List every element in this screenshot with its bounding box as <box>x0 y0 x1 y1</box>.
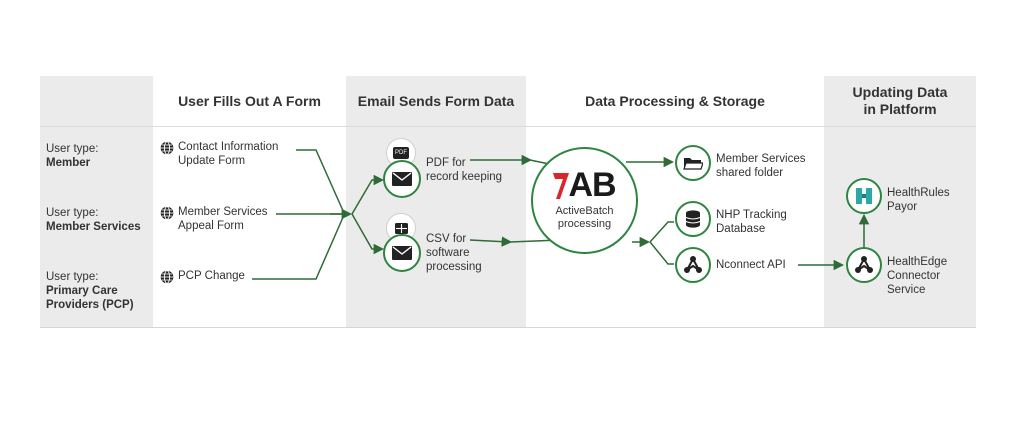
header-processing: Data Processing & Storage <box>585 92 765 109</box>
healthedge-line1: HealthEdge <box>887 256 948 268</box>
spreadsheet-icon <box>394 222 408 234</box>
form-line1: PCP Change <box>178 270 245 282</box>
storage-line1: Member Services <box>716 153 806 165</box>
user-type-member-services: User type: Member Services <box>46 206 141 234</box>
header-platform: Updating Data in Platform <box>824 76 976 126</box>
healthedge-label: HealthEdge Connector Service <box>887 255 947 297</box>
healthedge-line2: Connector <box>887 270 941 282</box>
healthedge-line3: Service <box>887 284 926 296</box>
header-divider <box>40 126 976 127</box>
activebatch-line2: processing <box>557 218 612 230</box>
csv-line2: software <box>426 247 470 259</box>
user-type-name: Primary Care Providers (PCP) <box>46 285 134 311</box>
header-platform-text: Updating Data in Platform <box>852 84 948 117</box>
globe-icon <box>160 206 174 220</box>
activebatch-arrow-icon <box>553 172 570 199</box>
form-line1: Contact Information <box>178 141 279 153</box>
storage-line1: NHP Tracking <box>716 209 787 221</box>
activebatch-logo: AB <box>553 166 617 205</box>
activebatch-line1: ActiveBatch <box>555 205 614 217</box>
link-to-csv <box>351 213 385 255</box>
activebatch-logo-text: AB <box>568 166 616 204</box>
api-node-icon <box>855 256 873 273</box>
user-type-member: User type: Member <box>46 142 98 170</box>
csv-label: CSV for software processing <box>426 232 482 274</box>
pdf-label: PDF for record keeping <box>426 156 502 184</box>
link-form1 <box>296 149 345 214</box>
globe-icon <box>160 141 174 155</box>
user-type-column-bg <box>40 76 153 328</box>
form-line2: Update Form <box>178 155 246 167</box>
user-type-label: User type: <box>46 271 99 283</box>
storage-line2: Database <box>716 223 766 235</box>
folder-circle <box>675 145 711 181</box>
bottom-border <box>40 327 976 328</box>
link-to-pdf <box>351 174 385 215</box>
storage-line1: Nconnect API <box>716 259 786 271</box>
globe-icon <box>160 270 174 284</box>
healthrules-label: HealthRules Payor <box>887 186 950 214</box>
pdf-icon: PDF <box>393 147 409 159</box>
form-line2: Appeal Form <box>178 220 244 232</box>
form-line1: Member Services <box>178 206 268 218</box>
pdf-line1: PDF for <box>426 157 466 169</box>
storage-folder-label: Member Services shared folder <box>716 152 805 180</box>
healthedge-circle <box>846 247 882 283</box>
healthrules-line1: HealthRules <box>887 187 950 199</box>
storage-api-label: Nconnect API <box>716 258 786 272</box>
storage-line2: shared folder <box>716 167 784 179</box>
link-split-api <box>649 241 674 265</box>
link-split-db <box>649 221 674 243</box>
api-circle <box>675 247 711 283</box>
csv-line1: CSV for <box>426 233 467 245</box>
email-circle-csv <box>383 234 421 272</box>
user-type-name: Member <box>46 157 91 169</box>
link-csv-ab <box>469 236 513 247</box>
email-column-bg <box>346 76 526 328</box>
email-circle-pdf <box>383 160 421 198</box>
header-form: User Fills Out A Form <box>178 92 321 109</box>
user-type-label: User type: <box>46 207 99 219</box>
api-node-icon <box>684 256 702 273</box>
user-type-name: Member Services <box>46 221 141 233</box>
form-column-bg <box>153 76 346 328</box>
csv-line3: processing <box>426 261 482 273</box>
activebatch-circle: AB ActiveBatch processing <box>531 147 638 254</box>
user-type-label: User type: <box>46 143 99 155</box>
header-email: Email Sends Form Data <box>357 92 515 109</box>
healthrules-logo-icon <box>856 188 872 204</box>
storage-db-label: NHP Tracking Database <box>716 208 787 236</box>
healthrules-circle <box>846 178 882 214</box>
database-circle <box>675 201 711 237</box>
folder-icon <box>683 158 703 170</box>
envelope-icon <box>392 172 412 186</box>
database-icon <box>685 210 701 228</box>
envelope-icon <box>392 246 412 260</box>
healthrules-line2: Payor <box>887 201 918 213</box>
user-type-pcp: User type: Primary Care Providers (PCP) <box>46 270 150 312</box>
pdf-line2: record keeping <box>426 171 503 183</box>
link-form3 <box>252 214 345 280</box>
